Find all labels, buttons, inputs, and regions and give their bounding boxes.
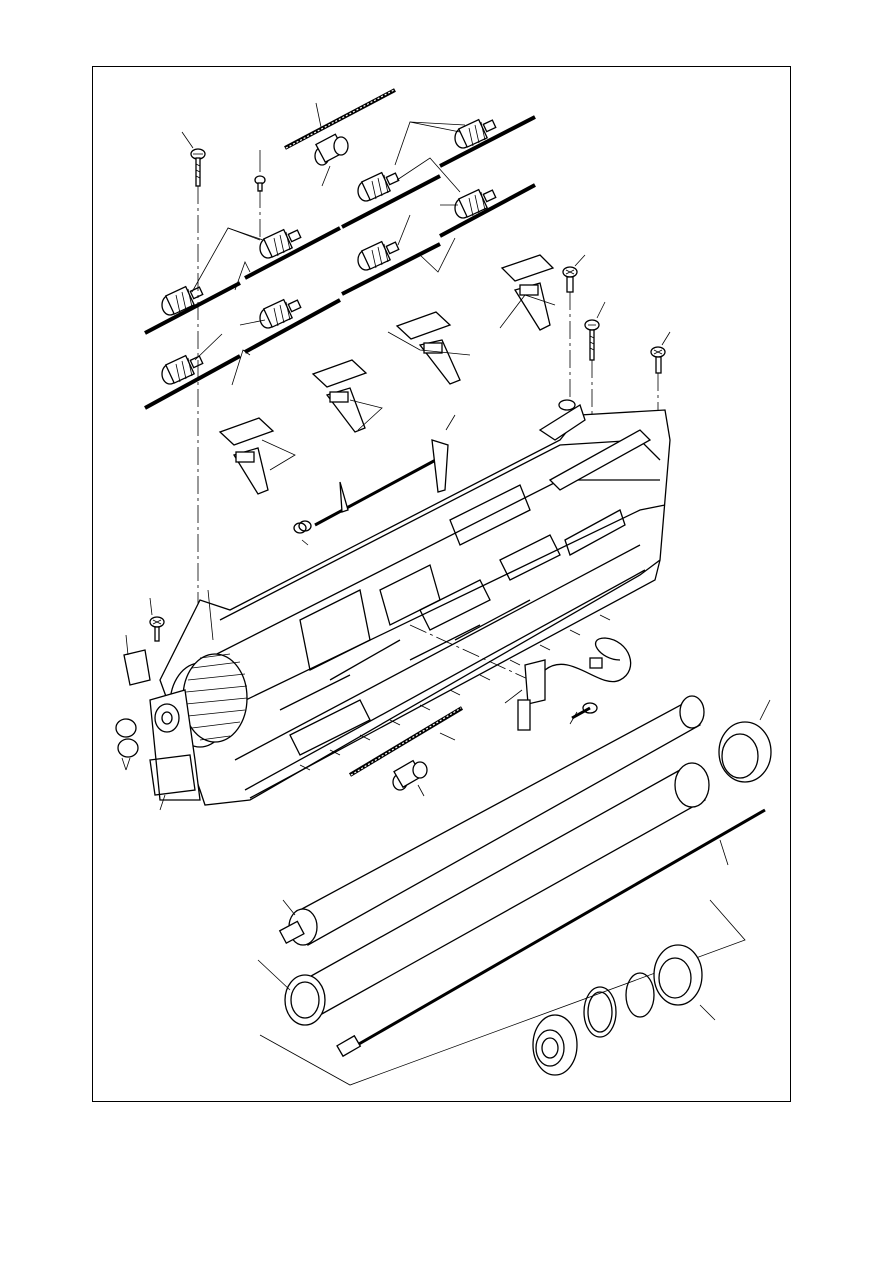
leader <box>159 794 166 811</box>
sensor-flag-4 <box>218 417 296 495</box>
leader <box>321 165 331 187</box>
drive-gear <box>169 653 248 748</box>
thermistor-harness <box>504 637 632 731</box>
screw-right-2 <box>584 301 606 361</box>
sensor-flag-3 <box>311 359 383 433</box>
screw-right-3 <box>650 331 671 374</box>
bushing-pair <box>115 718 139 771</box>
screw-thermistor <box>569 702 598 725</box>
heat-roller <box>257 762 710 1026</box>
gear-bushing-group <box>259 899 746 1086</box>
leader <box>315 102 322 128</box>
screw-left <box>149 597 165 642</box>
sensor-flag-2 <box>387 311 471 385</box>
roller-leaders <box>191 121 466 386</box>
shaft-row-lower <box>144 183 536 410</box>
left-end-cover <box>149 689 201 801</box>
diagram-frame <box>92 66 791 1102</box>
bearing-ring-upper <box>718 699 772 783</box>
heater-lamp <box>336 808 766 1058</box>
pinch-roller-small <box>314 133 349 166</box>
lower-pinch-roller <box>392 759 428 797</box>
spring <box>293 520 312 546</box>
screw-top-small <box>254 150 266 192</box>
shaft-row-upper <box>144 115 536 335</box>
roller-group <box>161 118 497 385</box>
screw-top-left <box>181 131 206 187</box>
fuser-frame <box>159 399 671 806</box>
leader <box>207 589 214 641</box>
sensor-flag-1 <box>499 254 556 331</box>
bracket-left <box>123 634 151 686</box>
actuator-shaft <box>314 414 456 527</box>
pressure-roller <box>278 695 705 946</box>
screw-right-1 <box>562 254 586 293</box>
lower-shaft <box>348 706 464 777</box>
top-shaft-1 <box>284 88 396 150</box>
